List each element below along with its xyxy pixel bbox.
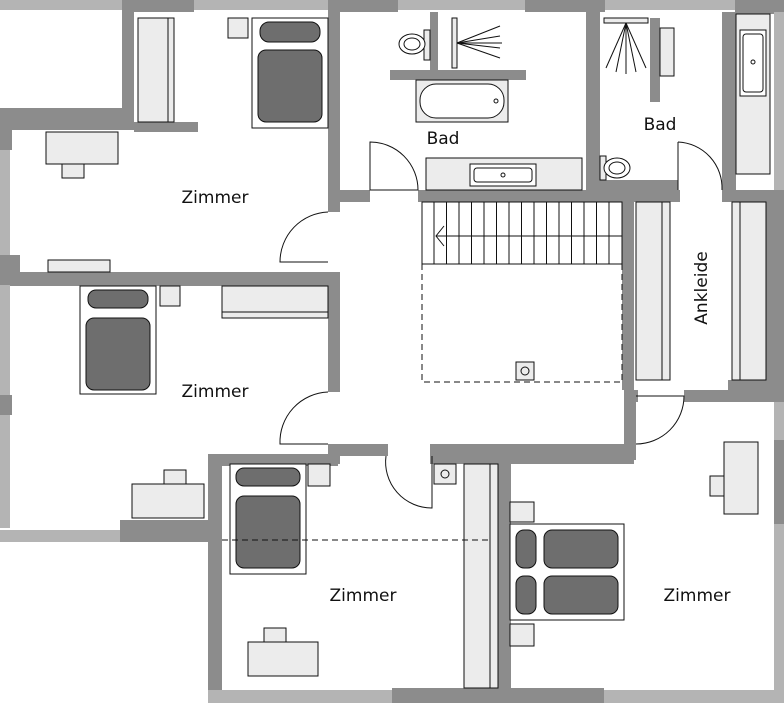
staircase [421,201,623,383]
room-label-zimmer-bottom-middle: Zimmer [330,586,397,606]
bad-right-furniture [599,13,771,181]
room-label-ankleide: Ankleide [692,251,712,324]
bad-middle-furniture [398,17,583,191]
room-label-zimmer-bottom-right: Zimmer [664,586,731,606]
ankleide-furniture [635,201,767,381]
room-labels: Zimmer Bad Bad Ankleide Zimmer Zimmer Zi… [182,115,731,606]
zimmer-mid-left-furniture [79,285,329,519]
room-label-bad-right: Bad [644,115,677,135]
zimmer-bottom-middle-furniture [222,463,499,689]
zimmer-bottom-right-furniture [509,441,759,647]
room-label-zimmer-mid-left: Zimmer [182,382,249,402]
zimmer-top-left-furniture [45,17,329,273]
doors [279,141,723,509]
room-label-zimmer-top-left: Zimmer [182,188,249,208]
room-label-bad-middle: Bad [427,129,460,149]
